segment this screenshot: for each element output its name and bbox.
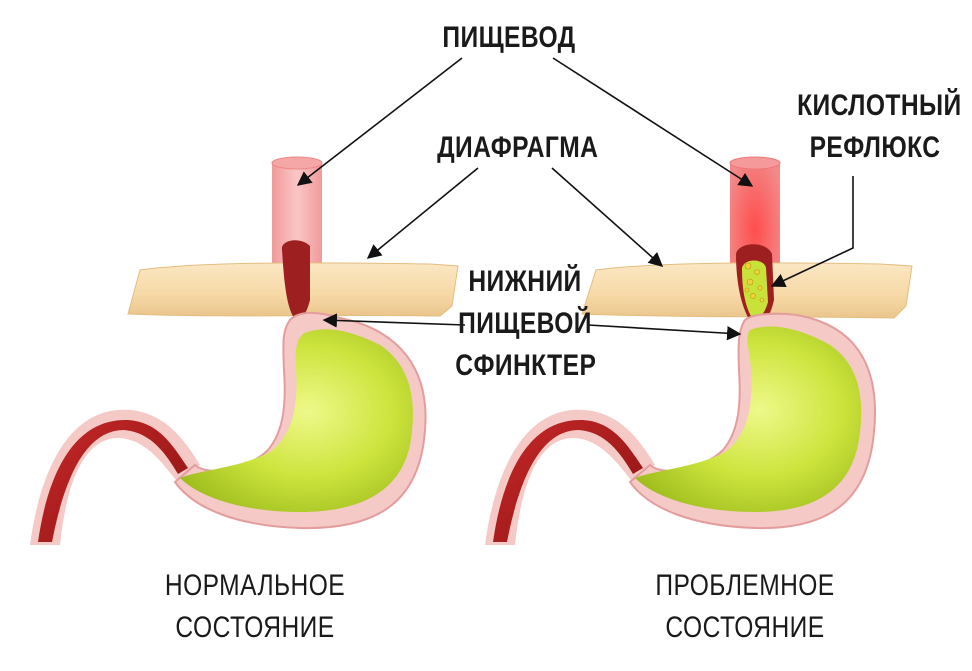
label-acid-reflux-line1: КИСЛОТНЫЙ <box>797 89 962 122</box>
arrow-sphincter-left <box>322 313 466 328</box>
caption-normal-line1: НОРМАЛЬНОЕ <box>164 569 346 602</box>
arrow-diaphragm-right <box>551 167 664 267</box>
label-sphincter-line2: ПИЩЕВОЙ <box>458 307 592 340</box>
arrow-acid-reflux <box>770 176 854 288</box>
pointer-arrows <box>296 57 854 341</box>
arrow-sphincter-right <box>587 324 742 341</box>
caption-problem-line1: ПРОБЛЕМНОЕ <box>655 569 835 602</box>
label-sphincter-line3: СФИНКТЕР <box>455 349 597 382</box>
caption-problem-line2: СОСТОЯНИЕ <box>665 611 825 644</box>
acid-particles <box>744 262 765 303</box>
label-esophagus: ПИЩЕВОД <box>442 21 576 54</box>
stomach-content-right <box>635 326 862 512</box>
arrow-esophagus-right <box>552 57 754 187</box>
stomach-content-left <box>180 329 413 512</box>
label-diaphragm: ДИАФРАГМА <box>437 131 599 164</box>
arrow-esophagus-left <box>296 57 463 186</box>
label-acid-reflux-line2: РЕФЛЮКС <box>809 131 941 164</box>
normal-stomach-illustration <box>30 156 459 545</box>
problem-stomach-illustration <box>485 156 913 545</box>
caption-normal-line2: СОСТОЯНИЕ <box>175 611 335 644</box>
arrow-diaphragm-left <box>366 167 479 259</box>
label-sphincter-line1: НИЖНИЙ <box>468 265 582 298</box>
